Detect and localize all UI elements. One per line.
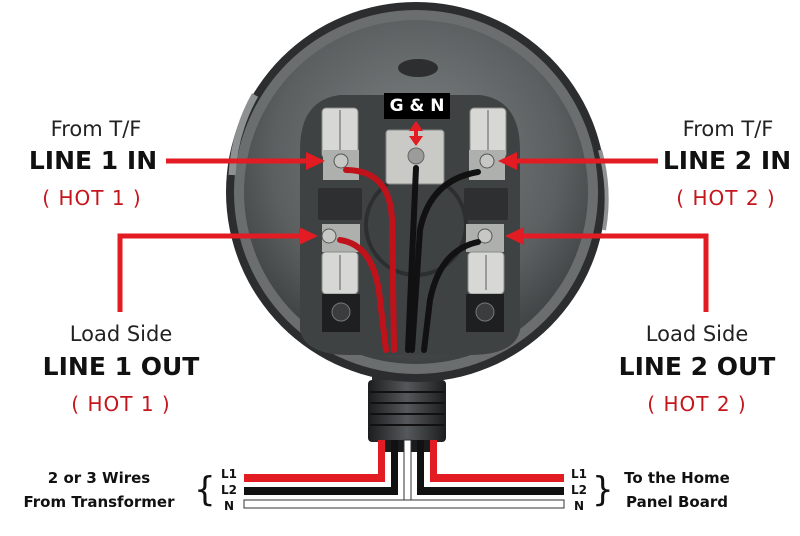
line1-in-from: From T/F [50, 117, 142, 141]
line2-in-hot: ( HOT 2 ) [676, 186, 776, 210]
line2-out-hot: ( HOT 2 ) [647, 392, 747, 416]
line2-out-from: Load Side [645, 322, 749, 346]
arrow-line2-out [505, 227, 709, 312]
left-line-jaw [321, 107, 359, 180]
left-load-jaw [318, 188, 362, 332]
line1-out-title: LINE 1 OUT [42, 352, 200, 381]
line2-in-from: From T/F [682, 117, 774, 141]
gn-label: G & N [384, 93, 450, 119]
source-wires-origin: From Transformer [23, 493, 175, 511]
right-line-jaw [469, 107, 507, 180]
line1-in-hot: ( HOT 1 ) [42, 186, 142, 210]
left-l2-label: L2 [221, 483, 237, 497]
arrow-gn [409, 121, 423, 146]
line1-out-hot: ( HOT 1 ) [71, 392, 171, 416]
line2-out-title: LINE 2 OUT [618, 352, 776, 381]
left-brace: { [194, 470, 216, 510]
right-load-jaw [464, 188, 508, 332]
service-wires [243, 474, 565, 509]
arrow-line2-in [498, 152, 658, 170]
line2-in-title: LINE 2 IN [662, 146, 792, 175]
arrow-line1-out [117, 227, 318, 312]
right-l2-label: L2 [571, 483, 587, 497]
right-n-label: N [573, 499, 585, 513]
line1-in-title: LINE 1 IN [28, 146, 158, 175]
destination-line2: Panel Board [626, 493, 728, 511]
internal-wires [337, 165, 481, 353]
right-l1-label: L1 [571, 467, 587, 481]
left-l1-label: L1 [221, 467, 237, 481]
left-n-label: N [223, 499, 235, 513]
right-brace: } [592, 470, 614, 510]
source-wires-count: 2 or 3 Wires [47, 469, 151, 487]
destination-line1: To the Home [624, 469, 730, 487]
line1-out-from: Load Side [69, 322, 173, 346]
arrow-line1-in [166, 152, 325, 170]
